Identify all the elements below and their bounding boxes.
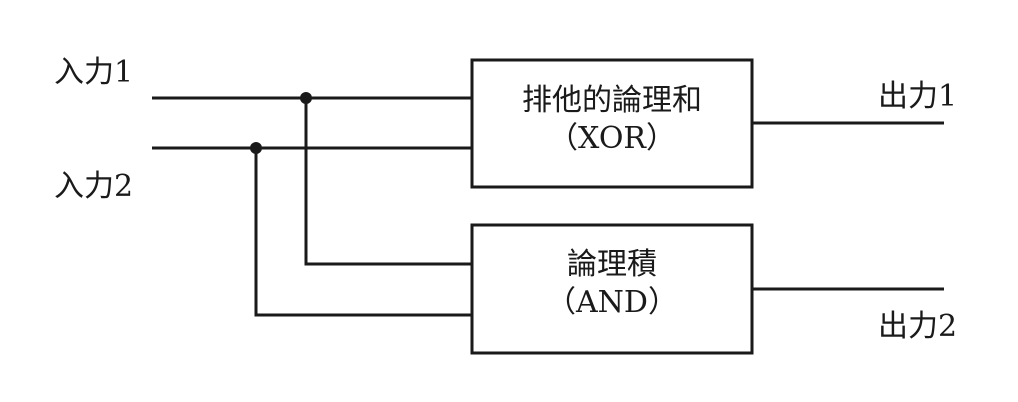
and-gate-name: 論理積 [567, 247, 657, 282]
xor-gate-label: 排他的論理和 （XOR） [472, 82, 752, 157]
junction-dot-input-1 [300, 92, 312, 104]
and-gate-abbr: （AND） [546, 284, 678, 320]
output-2-label: 出力2 [878, 309, 958, 344]
xor-gate-name: 排他的論理和 [522, 83, 702, 118]
junction-dot-input-2 [250, 142, 262, 154]
input-1-branch-wire [304, 98, 472, 266]
input-2-label: 入力2 [54, 169, 134, 204]
input-2-branch-wire [254, 148, 472, 317]
xor-gate-abbr: （XOR） [547, 120, 676, 156]
input-1-label: 入力1 [54, 55, 134, 90]
and-gate-label: 論理積 （AND） [472, 246, 752, 321]
output-1-label: 出力1 [878, 79, 958, 114]
